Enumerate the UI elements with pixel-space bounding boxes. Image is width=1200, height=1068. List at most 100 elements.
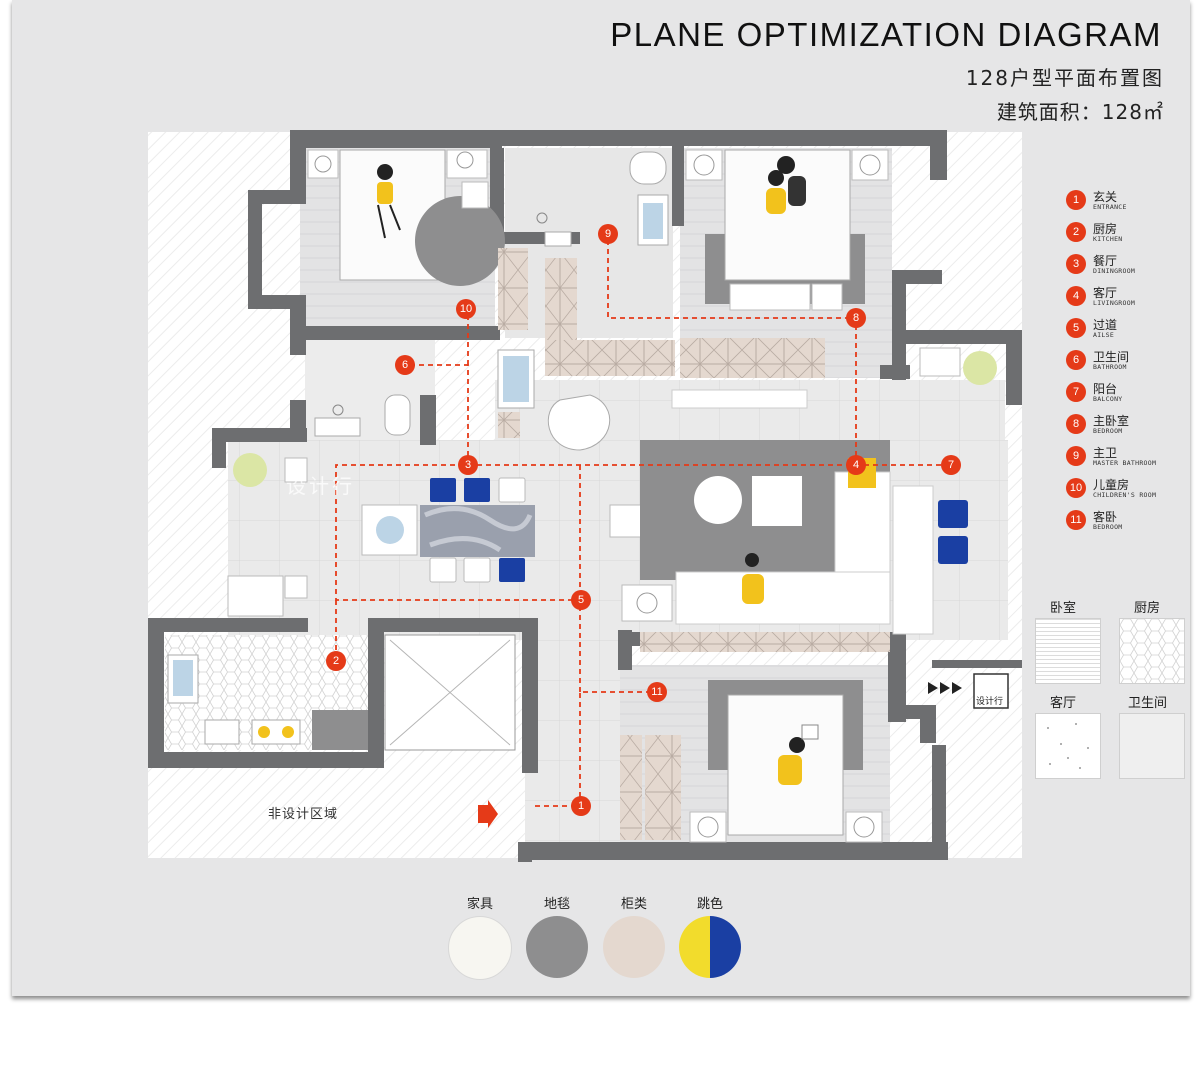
dining-chair-white [498, 477, 526, 503]
toilet-icon [384, 394, 411, 436]
couple-figure-head [777, 156, 795, 174]
stool-icon [811, 283, 843, 311]
small-cabinet [498, 412, 520, 438]
person-figure-body [742, 574, 764, 604]
nightstand-icon [307, 149, 339, 179]
bedroom-floor-tile [1035, 618, 1101, 684]
basin-icon [314, 417, 361, 437]
sofa [675, 571, 891, 625]
couple-figure-head [768, 170, 784, 186]
tv-console [892, 485, 934, 635]
kitchen-floor-tile [1119, 618, 1185, 684]
marker-6: 6 [395, 355, 415, 375]
logo-label: 设计行 [976, 697, 1004, 707]
shower-basin [643, 203, 663, 239]
material-label: 厨房 [1134, 601, 1161, 616]
dining-chair-white [463, 557, 491, 583]
round-coffee-table [694, 476, 742, 524]
balcony-chair-blue [938, 536, 968, 564]
marble-veining [424, 506, 533, 553]
book-icon [801, 724, 819, 740]
balcony-chair-blue [938, 500, 968, 528]
circulation-paths [335, 234, 950, 807]
marker-7: 7 [941, 455, 961, 475]
lamp-icon [636, 592, 658, 614]
person-figure-head [745, 553, 759, 567]
child-figure-head [377, 164, 393, 180]
kitchen-counter [227, 575, 284, 617]
watermark: 设计行 [286, 474, 355, 498]
marker-11: 11 [647, 682, 667, 702]
kitchen-box [284, 575, 308, 599]
marker-2: 2 [326, 651, 346, 671]
accent-swatch [679, 916, 741, 978]
logo-box [973, 673, 1009, 709]
faucet-icon [536, 212, 548, 224]
side-stool [609, 504, 643, 538]
hall-cabinet [545, 340, 675, 376]
bench-icon [729, 283, 811, 311]
fridge-panel [173, 660, 193, 696]
childrens-rug [415, 196, 505, 286]
dining-chair-blue [430, 478, 456, 502]
basin-icon [544, 231, 572, 247]
tv-cabinet [640, 632, 890, 652]
balcony-cabinet [919, 347, 961, 377]
non-design-area-label: 非设计区域 [268, 807, 339, 822]
side-table [621, 584, 673, 622]
material-label: 客厅 [1050, 696, 1077, 711]
direction-arrows-icon [928, 682, 962, 694]
lounge-chair [547, 394, 611, 451]
child-figure-body [377, 182, 393, 204]
swatch-label: 柜类 [620, 897, 648, 912]
marker-4: 4 [846, 455, 866, 475]
sink-icon [204, 719, 240, 745]
reader-figure-body [778, 755, 802, 785]
shaft-cross [389, 639, 511, 746]
lamp-icon [697, 816, 719, 838]
hall-bench [671, 389, 808, 409]
couple-figure-body [766, 188, 786, 214]
guest-wardrobe [645, 735, 681, 840]
chair-icon [461, 181, 489, 209]
chaise-sofa [834, 471, 891, 573]
marker-3: 3 [458, 455, 478, 475]
balcony-box [284, 457, 308, 483]
furniture-swatch [448, 916, 512, 980]
dining-chair-blue [499, 558, 525, 582]
guest-wardrobe [620, 735, 642, 840]
bathroom-floor-tile [1119, 713, 1185, 779]
plant-icon [963, 351, 997, 385]
living-floor-tile [1035, 713, 1101, 779]
plan-subtitle: 128户型平面布置图 [965, 66, 1164, 90]
marker-1: 1 [571, 796, 591, 816]
burner-icon [258, 726, 270, 738]
oven-icon [312, 710, 368, 750]
wardrobe-cabinet [545, 258, 577, 340]
material-label: 卧室 [1050, 601, 1077, 616]
swatch-label: 地毯 [543, 897, 571, 912]
faucet-icon [332, 404, 344, 416]
page-title: PLANE OPTIMIZATION DIAGRAM [610, 16, 1162, 53]
swatch-label: 跳色 [696, 897, 724, 912]
couple-figure-body [788, 176, 806, 206]
wardrobe-cabinet [498, 248, 528, 330]
dining-round-icon [376, 516, 404, 544]
marker-8: 8 [846, 308, 866, 328]
desk-icon [446, 149, 488, 179]
hall-cabinet [680, 338, 825, 378]
child-figure-legs [377, 204, 401, 239]
entrance-floor [525, 630, 620, 845]
lamp-icon [456, 151, 474, 169]
